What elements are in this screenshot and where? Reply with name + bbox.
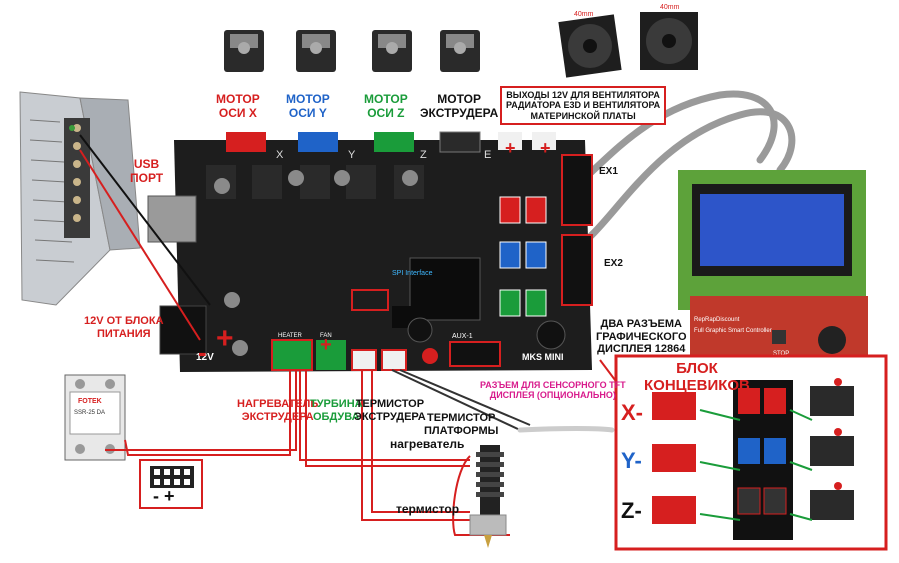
- label-therm-extruder: ТЕРМИСТОРЭКСТРУДЕРА: [354, 398, 426, 423]
- label-motor-e: МОТОРЭКСТРУДЕРА: [420, 93, 498, 121]
- label-ex1: EX1: [599, 166, 618, 178]
- label-fan2-plus: +: [540, 138, 551, 159]
- label-psu-minus: -: [198, 338, 207, 368]
- label-motor-z: МОТОРОСИ Z: [364, 93, 408, 121]
- label-fan1-plus: +: [505, 138, 516, 159]
- label-motor-x: МОТОРОСИ X: [216, 93, 260, 121]
- label-bed-polarity: - +: [153, 486, 175, 507]
- power-supply: [20, 92, 140, 305]
- lcd-caption: Full Graphic Smart Controller: [694, 328, 772, 334]
- board-axis-y: Y: [348, 149, 356, 161]
- label-ex2: EX2: [604, 258, 623, 270]
- fan-dim-1: 40mm: [574, 11, 594, 18]
- hotend: [470, 429, 612, 549]
- label-tft: РАЗЪЕМ ДЛЯ СЕНСОРНОГО TFTДИСПЛЕЯ (ОПЦИОН…: [480, 380, 626, 401]
- main-board: 12V MKS MINI AUX-1 HEATER FAN SPI Interf…: [148, 132, 592, 372]
- board-axis-e: E: [484, 149, 491, 161]
- lcd-controller: RepRapDiscount Full Graphic Smart Contro…: [678, 170, 868, 366]
- board-axis-z: Z: [420, 149, 427, 161]
- label-axis-z: Z-: [621, 498, 642, 523]
- label-endstop-block: БЛОККОНЦЕВИКОВ: [644, 360, 750, 395]
- label-axis-x: X-: [621, 400, 643, 425]
- label-usb: USBПОРТ: [130, 158, 163, 186]
- fan-dim-2: 40mm: [660, 4, 680, 11]
- label-heater-extruder: НАГРЕВАТЕЛЬЭКСТРУДЕРА: [237, 398, 318, 423]
- ssr-model: SSR-25 DA: [74, 410, 105, 416]
- label-motor-y: МОТОРОСИ Y: [286, 93, 330, 121]
- label-display-connectors: ДВА РАЗЪЕМАГРАФИЧЕСКОГОДИСПЛЕЯ 12864: [596, 318, 687, 356]
- stepper-motors: [224, 30, 480, 72]
- label-fan-outputs: ВЫХОДЫ 12V ДЛЯ ВЕНТИЛЯТОРАРАДИАТОРА E3D …: [500, 86, 666, 125]
- lcd-brand: RepRapDiscount: [694, 317, 740, 323]
- label-psu: 12V ОТ БЛОКАПИТАНИЯ: [84, 315, 164, 340]
- board-spi: SPI Interface: [392, 270, 433, 277]
- board-heater-pin: HEATER: [278, 333, 303, 339]
- ssr-brand: FOTEK: [78, 398, 102, 405]
- label-psu-plus: +: [216, 322, 234, 357]
- label-therm-wire: термистор: [396, 503, 459, 517]
- label-heater-wire: нагреватель: [390, 438, 464, 452]
- board-name: MKS MINI: [522, 352, 564, 362]
- label-axis-y: Y-: [621, 448, 642, 473]
- fans: 40mm 40mm: [558, 4, 698, 78]
- usb-port: [148, 196, 196, 242]
- board-aux: AUX-1: [452, 333, 473, 340]
- ssr-relay: FOTEK SSR-25 DA: [65, 375, 125, 460]
- label-fan-terminal-plus: +: [320, 334, 332, 357]
- board-axis-x: X: [276, 149, 284, 161]
- label-therm-bed: ТЕРМИСТОРПЛАТФОРМЫ: [424, 412, 498, 437]
